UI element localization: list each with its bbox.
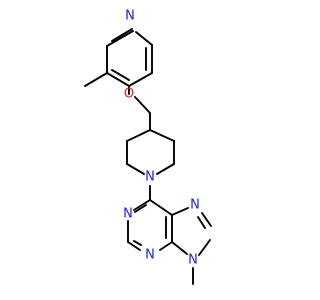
bond [106, 30, 134, 47]
bond [149, 199, 173, 216]
atom-labels: N O N N N N N [123, 9, 200, 268]
bond [126, 129, 151, 142]
bond [111, 28, 133, 42]
bond [134, 96, 151, 114]
bond [171, 207, 189, 216]
bonds [84, 28, 212, 285]
bond [135, 31, 153, 46]
pyridine-nitrogen-label: N [125, 9, 135, 24]
purine-n9-label: N [188, 253, 198, 268]
bond [197, 216, 206, 229]
bond [133, 240, 142, 246]
bond [171, 241, 188, 255]
bond [84, 72, 108, 87]
bond [128, 72, 153, 87]
structure-diagram: N O N N N N N [84, 9, 212, 285]
ether-oxygen-label: O [124, 87, 134, 102]
bond [133, 199, 151, 211]
bond [156, 163, 175, 175]
bond [149, 129, 175, 142]
bond [111, 69, 130, 81]
purine-n3-label: N [145, 248, 155, 263]
piperidine-nitrogen-label: N [145, 170, 155, 185]
bond [134, 204, 147, 213]
bond [127, 241, 141, 251]
bond [201, 212, 212, 227]
bond [198, 239, 211, 256]
bond [159, 241, 173, 251]
purine-n1-label: N [123, 207, 133, 222]
purine-n7-label: N [190, 198, 200, 213]
bond [126, 163, 145, 175]
bond [106, 72, 130, 87]
